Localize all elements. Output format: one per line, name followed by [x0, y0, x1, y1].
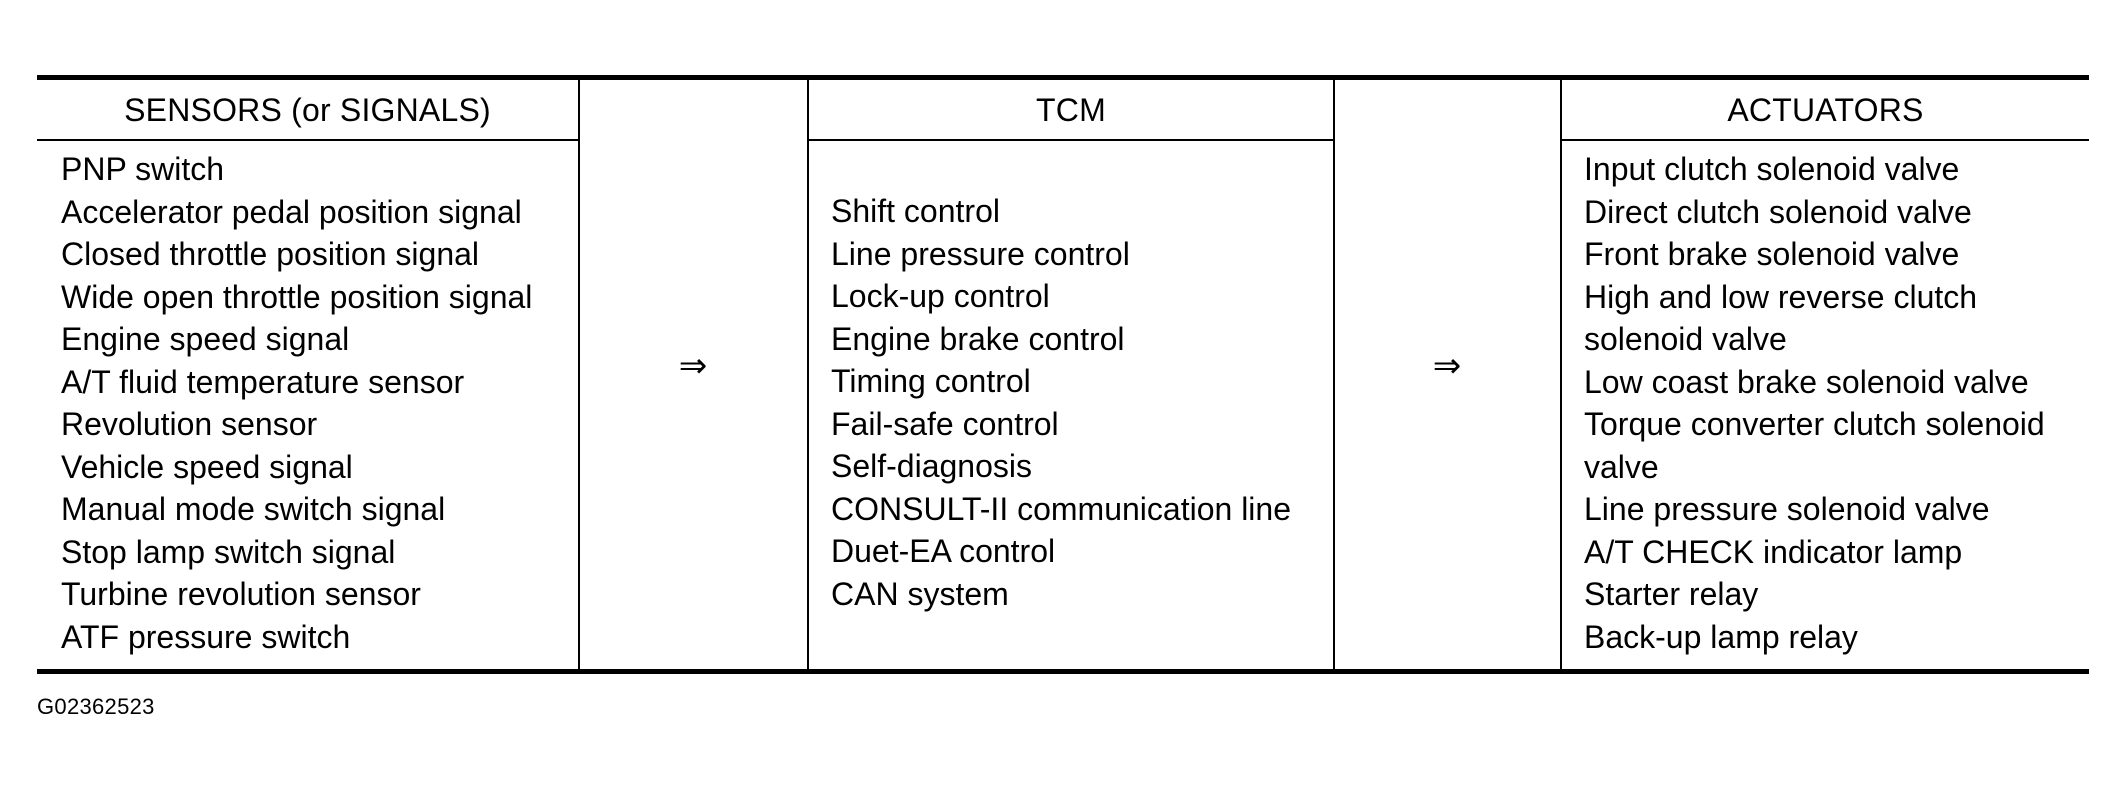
divider-tcm-left [807, 79, 809, 670]
list-item: CAN system [831, 575, 1009, 612]
list-item: Front brake solenoid valve [1584, 236, 1960, 272]
right-arrow-icon: ⇒ [1432, 346, 1462, 386]
list-item: valve [1584, 448, 1659, 485]
list-item: Revolution sensor [61, 406, 318, 442]
list-item: Torque converter clutch solenoid [1584, 406, 2045, 442]
list-item: solenoid valve [1584, 321, 1787, 357]
list-item: A/T CHECK indicator lamp [1584, 533, 1963, 570]
list-item: Low coast brake solenoid valve [1584, 363, 2029, 400]
list-item: Starter relay [1584, 576, 1759, 612]
tcm-input-output-diagram: SENSORS (or SIGNALS) TCM ACTUATORS PNP s… [37, 75, 2089, 674]
list-item: Vehicle speed signal [61, 448, 353, 485]
tcm-header: TCM [1036, 91, 1106, 128]
list-item: Engine speed signal [61, 321, 350, 357]
tcm-list: Shift control Line pressure control Lock… [831, 190, 1291, 615]
list-item: Fail-safe control [831, 405, 1059, 442]
list-item: High and low reverse clutch [1584, 278, 1978, 315]
sensors-list: PNP switch Accelerator pedal position si… [61, 148, 532, 658]
actuators-header-underline [1560, 139, 2089, 141]
tcm-header-underline [807, 139, 1335, 141]
list-item: ATF pressure switch [61, 618, 351, 655]
list-item: Duet-EA control [831, 533, 1056, 569]
list-item: Self-diagnosis [831, 448, 1032, 484]
list-item: A/T fluid temperature sensor [61, 363, 465, 400]
figure-id: G02362523 [37, 694, 155, 719]
bottom-rule [37, 669, 2089, 674]
list-item: Line pressure control [831, 235, 1130, 272]
list-item: Line pressure solenoid valve [1584, 491, 1990, 527]
list-item: Wide open throttle position signal [61, 278, 533, 315]
list-item: Lock-up control [831, 278, 1050, 314]
sensors-header-underline [37, 139, 579, 141]
divider-tcm-right [1333, 79, 1335, 670]
list-item: Accelerator pedal position signal [61, 193, 522, 230]
actuators-list: Input clutch solenoid valve Direct clutc… [1584, 148, 2045, 658]
list-item: Input clutch solenoid valve [1584, 151, 1960, 187]
right-arrow-icon: ⇒ [678, 346, 708, 386]
top-rule [37, 75, 2089, 80]
list-item: Engine brake control [831, 320, 1125, 357]
list-item: Manual mode switch signal [61, 491, 446, 527]
list-item: Closed throttle position signal [61, 236, 480, 272]
list-item: Turbine revolution sensor [61, 576, 421, 612]
list-item: Direct clutch solenoid valve [1584, 193, 1972, 230]
list-item: CONSULT-II communication line [831, 490, 1291, 527]
actuators-header: ACTUATORS [1727, 91, 1924, 128]
list-item: Timing control [831, 363, 1031, 399]
list-item: PNP switch [61, 151, 225, 187]
sensors-header: SENSORS (or SIGNALS) [124, 91, 491, 128]
list-item: Back-up lamp relay [1584, 618, 1858, 655]
list-item: Shift control [831, 193, 1000, 229]
list-item: Stop lamp switch signal [61, 533, 396, 570]
divider-actuators-left [1560, 79, 1562, 670]
divider-sensors-right [578, 79, 580, 670]
